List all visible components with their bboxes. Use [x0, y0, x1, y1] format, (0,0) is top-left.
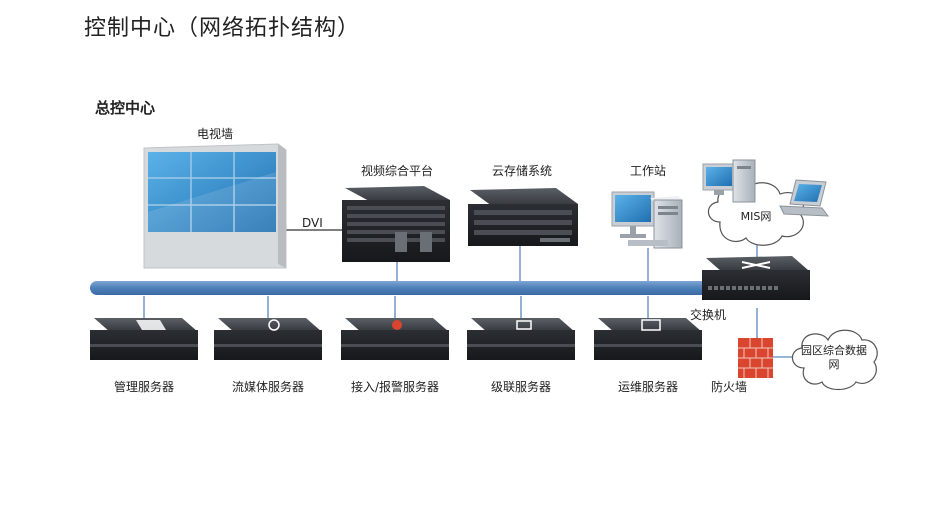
cloud-storage-device: [468, 188, 578, 246]
mis-desktop-pc: [702, 159, 756, 203]
switch-device: [702, 256, 810, 300]
workstation-device: [611, 191, 683, 249]
network-bus: [90, 281, 736, 295]
firewall-label: 防火墙: [710, 380, 748, 394]
workstation-label: 工作站: [629, 164, 667, 178]
server-label-cascade: 级联服务器: [490, 380, 552, 394]
campus-net-label: 园区综合数据网: [801, 344, 867, 371]
cloud-storage-label: 云存储系统: [491, 164, 553, 178]
mis-laptop: [779, 179, 830, 217]
server-streaming: [214, 318, 322, 360]
video-wall-device: [143, 143, 287, 269]
section-title: 总控中心: [95, 99, 156, 117]
server-label-access-alarm: 接入/报警服务器: [350, 380, 440, 394]
dvi-label: DVI: [302, 216, 323, 230]
server-cascade: [467, 318, 575, 360]
firewall-device: [738, 338, 773, 378]
server-label-management: 管理服务器: [113, 380, 175, 394]
server-management: [90, 318, 198, 360]
video-wall-label: 电视墙: [196, 127, 234, 141]
server-operations: [594, 318, 702, 360]
server-access-alarm: [341, 318, 449, 360]
server-label-operations: 运维服务器: [617, 380, 679, 394]
switch-label: 交换机: [689, 308, 727, 322]
campus-network-cloud: [791, 329, 878, 391]
server-label-streaming: 流媒体服务器: [231, 380, 305, 394]
page-title: 控制中心（网络拓扑结构）: [84, 16, 361, 41]
mis-label: MIS网: [740, 210, 772, 223]
platform-label: 视频综合平台: [360, 164, 434, 178]
video-platform-device: [342, 186, 450, 262]
